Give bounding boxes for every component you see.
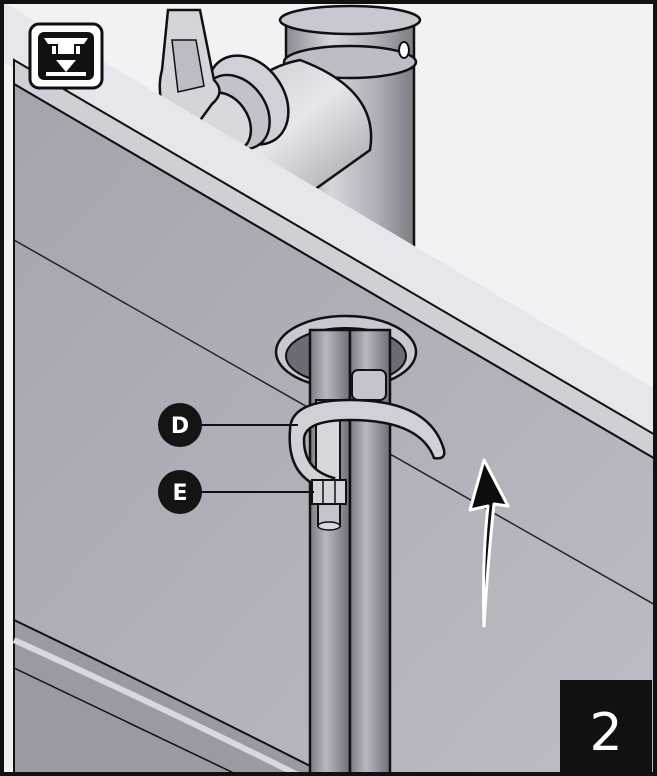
- callout-e: E: [158, 470, 314, 514]
- step-number: 2: [589, 703, 622, 763]
- horseshoe-bracket: [288, 398, 446, 492]
- callout-d-label: D: [171, 414, 189, 439]
- supply-lines: [308, 328, 392, 776]
- step-number-badge: 2: [560, 680, 652, 772]
- callout-e-label: E: [172, 481, 187, 506]
- mounting-nut: [311, 479, 347, 531]
- upward-arrow-icon: [468, 458, 510, 628]
- callout-d: D: [158, 403, 298, 447]
- under-sink-install-icon: [28, 22, 104, 90]
- sink-edge: [0, 0, 657, 462]
